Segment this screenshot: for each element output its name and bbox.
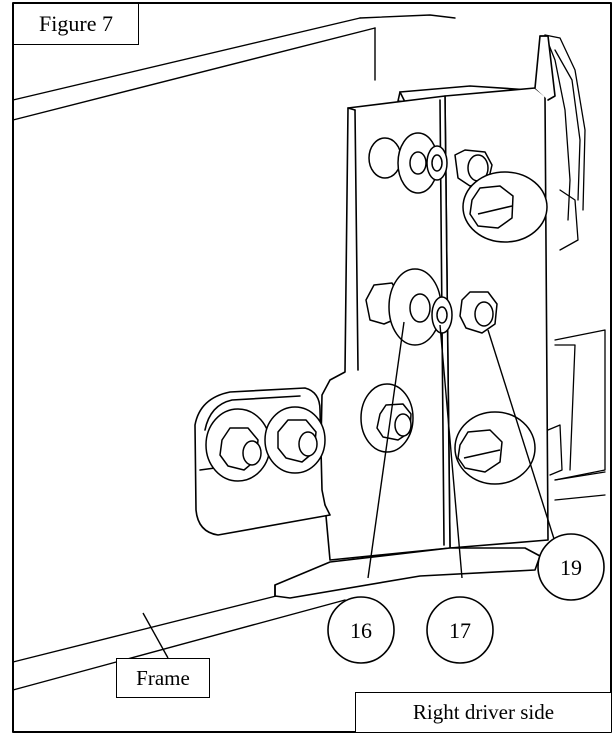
side-label: Right driver side xyxy=(355,692,611,732)
callout-19-label: 19 xyxy=(560,555,582,580)
callout-16-label: 16 xyxy=(350,618,372,643)
bottom-flange xyxy=(274,547,541,599)
figure-border xyxy=(12,2,612,733)
background-structure xyxy=(544,34,606,501)
callouts xyxy=(327,533,605,664)
callout-19-circle xyxy=(537,533,605,601)
hardware xyxy=(205,132,548,485)
callout-17-circle xyxy=(426,596,494,664)
callout-16-circle xyxy=(327,596,395,664)
frame-label: Frame xyxy=(116,658,210,698)
figure-number-label: Figure 7 xyxy=(13,3,139,45)
callout-17-label: 17 xyxy=(449,618,471,643)
leader-lines xyxy=(142,321,556,659)
